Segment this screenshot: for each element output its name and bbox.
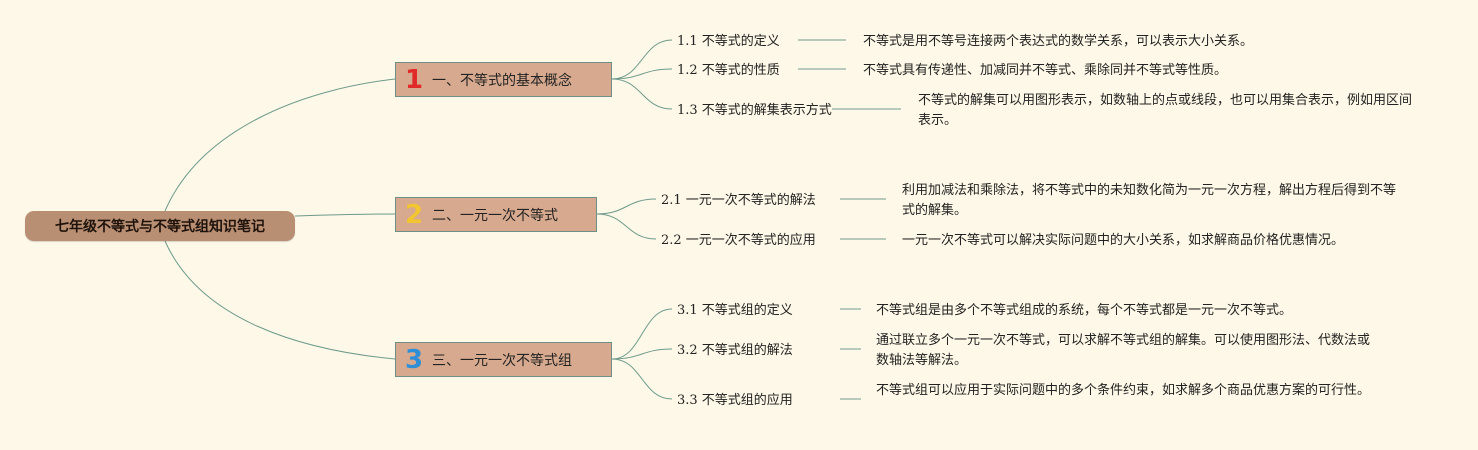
section-node-3[interactable]: 3 三、一元一次不等式组 xyxy=(395,342,612,377)
section-node-2[interactable]: 2 二、一元一次不等式 xyxy=(395,197,597,232)
topic-3-3-desc: 不等式组可以应用于实际问题中的多个条件约束，如求解多个商品优惠方案的可行性。 xyxy=(876,383,1371,398)
topic-3-2-title[interactable]: 3.2 不等式组的解法 xyxy=(677,343,793,358)
topic-1-1-desc: 不等式是用不等号连接两个表达式的数学关系，可以表示大小关系。 xyxy=(863,34,1254,49)
topic-2-2-desc: 一元一次不等式可以解决实际问题中的大小关系，如求解商品价格优惠情况。 xyxy=(902,233,1345,248)
section-label: 二、一元一次不等式 xyxy=(432,207,558,224)
link-section-1-topic-3 xyxy=(611,78,673,110)
topic-3-1-desc: 不等式组是由多个不等式组成的系统，每个不等式都是一元一次不等式。 xyxy=(876,303,1293,318)
link-section-1-topic-1 xyxy=(611,39,673,80)
section-label: 一、不等式的基本概念 xyxy=(432,72,572,89)
number-1-icon: 1 xyxy=(404,64,424,95)
section-node-1[interactable]: 1 一、不等式的基本概念 xyxy=(395,62,612,97)
topic-1-3-desc: 不等式的解集可以用图形表示，如数轴上的点或线段，也可以用集合表示，例如用区间表示… xyxy=(918,93,1413,128)
root-node[interactable]: 七年级不等式与不等式组知识笔记 xyxy=(25,211,295,241)
topic-3-2-desc: 通过联立多个一元一次不等式，可以求解不等式组的解集。可以使用图形法、代数法或数轴… xyxy=(876,333,1371,368)
topic-2-1-desc: 利用加减法和乘除法，将不等式中的未知数化简为一元一次方程，解出方程后得到不等式的… xyxy=(902,183,1397,218)
topic-2-2-title[interactable]: 2.2 一元一次不等式的应用 xyxy=(661,233,816,248)
link-root-section-3 xyxy=(164,240,396,360)
topic-1-2-desc: 不等式具有传递性、加减同并不等式、乘除同并不等式等性质。 xyxy=(863,63,1228,78)
link-section-1-topic-2 xyxy=(611,68,673,80)
topic-3-3-title[interactable]: 3.3 不等式组的应用 xyxy=(677,393,793,408)
link-section-3-topic-1 xyxy=(611,308,673,360)
topic-3-1-title[interactable]: 3.1 不等式组的定义 xyxy=(677,303,793,318)
topic-2-1-title[interactable]: 2.1 一元一次不等式的解法 xyxy=(661,193,816,208)
link-section-2-topic-2 xyxy=(596,213,657,240)
link-root-section-1 xyxy=(164,78,396,212)
link-section-3-topic-3 xyxy=(611,358,673,400)
number-3-icon: 3 xyxy=(404,344,424,375)
section-label: 三、一元一次不等式组 xyxy=(432,352,572,369)
topic-1-3-title[interactable]: 1.3 不等式的解集表示方式 xyxy=(677,103,832,118)
root-title: 七年级不等式与不等式组知识笔记 xyxy=(55,219,265,235)
link-section-3-topic-2 xyxy=(611,348,673,360)
topic-1-2-title[interactable]: 1.2 不等式的性质 xyxy=(677,63,780,78)
link-section-2-topic-1 xyxy=(596,198,657,215)
number-2-icon: 2 xyxy=(404,199,424,230)
link-root-section-2 xyxy=(294,213,396,217)
topic-1-1-title[interactable]: 1.1 不等式的定义 xyxy=(677,34,780,49)
